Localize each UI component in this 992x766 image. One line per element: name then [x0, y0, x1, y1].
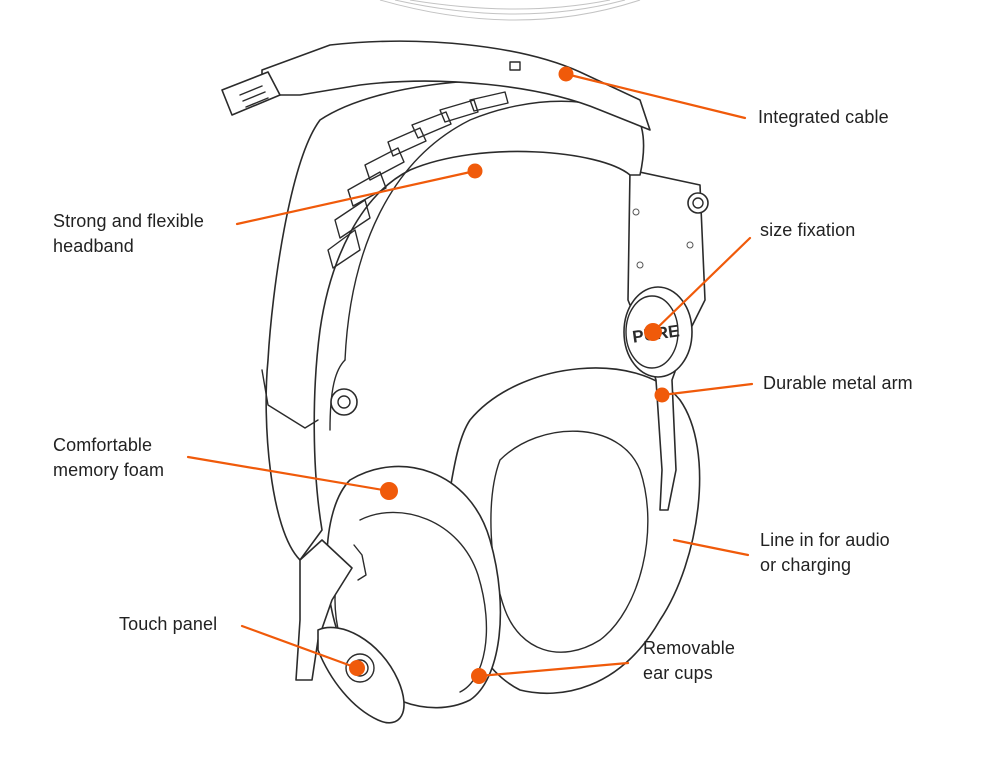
integrated-cable	[261, 40, 651, 131]
leader-headband	[235, 169, 477, 226]
headband-inner-edge-2	[329, 359, 346, 431]
touch-panel-housing	[317, 626, 405, 724]
cable-notch	[509, 61, 521, 71]
label-integrated-cable: Integrated cable	[758, 105, 889, 130]
label-ear-cups-line-2: ear cups	[643, 663, 713, 683]
label-integrated-cable-line-1: Integrated cable	[758, 107, 889, 127]
right-arm-screw-top-inner	[692, 197, 704, 209]
label-ear-cups: Removable ear cups	[643, 636, 735, 686]
size-fixation-knob-face	[625, 295, 679, 369]
right-arm-screw-top	[687, 192, 709, 214]
label-line-in-line-2: or charging	[760, 555, 852, 575]
leader-lines	[186, 72, 754, 678]
label-size-fixation: size fixation	[760, 218, 855, 243]
left-arm-knurl	[353, 544, 367, 581]
dot-size-fixation	[644, 323, 662, 341]
label-memory-foam: Comfortable memory foam	[53, 433, 164, 483]
callout-dots	[349, 66, 670, 684]
usb-connector	[221, 71, 281, 116]
leader-size-fixation	[651, 236, 752, 334]
headband-flap	[261, 369, 319, 429]
leader-line-in	[672, 538, 750, 557]
label-line-in: Line in for audio or charging	[760, 528, 890, 578]
headband-vents	[327, 91, 509, 269]
leader-ear-cups	[477, 661, 630, 678]
label-memory-foam-line-1: Comfortable	[53, 435, 153, 455]
dot-headband	[467, 163, 483, 179]
headphones-illustration: PURE	[221, 40, 709, 724]
label-headband: Strong and flexible headband	[53, 209, 204, 259]
left-hinge-screw-inner	[337, 395, 351, 409]
leader-integrated-cable	[564, 72, 747, 120]
dot-memory-foam	[380, 482, 398, 500]
dot-integrated-cable	[558, 66, 574, 82]
label-metal-arm-line-1: Durable metal arm	[763, 373, 913, 393]
label-touch-panel-line-1: Touch panel	[119, 614, 218, 634]
left-hinge-screw	[330, 388, 358, 416]
leader-metal-arm	[660, 382, 754, 397]
leader-touch-panel	[240, 624, 359, 670]
dot-ear-cups	[471, 668, 487, 684]
background-arcs	[379, 0, 641, 21]
leader-memory-foam	[186, 455, 391, 493]
label-metal-arm: Durable metal arm	[763, 371, 913, 396]
label-size-fixation-line-1: size fixation	[760, 220, 856, 240]
label-headband-line-2: headband	[53, 236, 134, 256]
dot-metal-arm	[654, 387, 670, 403]
dot-touch-panel	[349, 660, 365, 676]
label-touch-panel: Touch panel	[119, 612, 217, 637]
label-ear-cups-line-1: Removable	[643, 638, 735, 658]
label-line-in-line-1: Line in for audio	[760, 530, 890, 550]
usb-pins	[239, 85, 269, 108]
label-headband-line-1: Strong and flexible	[53, 211, 204, 231]
label-memory-foam-line-2: memory foam	[53, 460, 165, 480]
touch-panel-disc	[345, 653, 375, 683]
